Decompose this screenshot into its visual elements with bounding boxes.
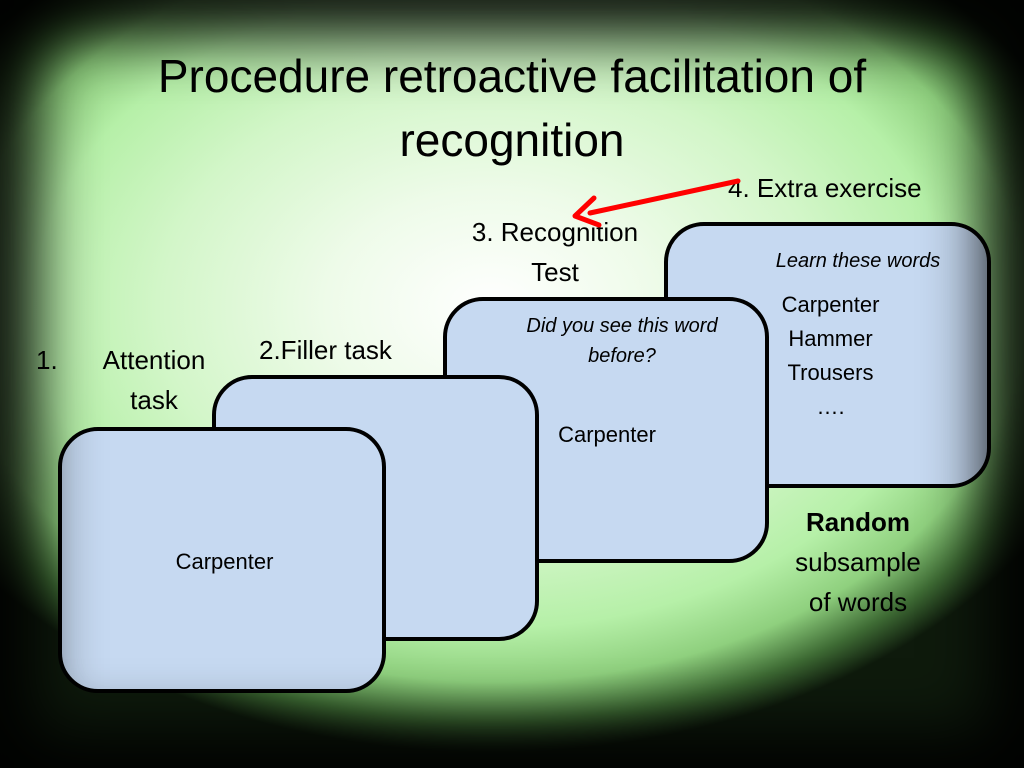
step1-label-line: Attention (102, 345, 206, 375)
step3-label: 3. Recognition Test (452, 212, 658, 292)
card-extra-exercise-instruction: Learn these words (775, 250, 941, 272)
card-extra-exercise-word-list: Carpenter Hammer Trousers …. (748, 288, 913, 424)
card-extra-exercise-word: Hammer (788, 326, 873, 351)
random-subsample-line: of words (808, 587, 908, 617)
card-recognition-test-instruction: Did you see this word before? (487, 311, 757, 371)
card-recognition-test-instruction-line: before? (588, 345, 656, 367)
card-extra-exercise-word: Trousers (787, 360, 874, 385)
step2-label: 2.Filler task (259, 335, 392, 365)
card-extra-exercise-word: …. (816, 394, 845, 419)
card-recognition-test-word: Carpenter (558, 422, 656, 447)
random-subsample-line: subsample (795, 547, 921, 577)
step3-label-line: 3. Recognition (471, 217, 639, 247)
card-attention-task: Carpenter (58, 427, 386, 693)
random-subsample-note: Random subsample of words (772, 502, 944, 622)
card-recognition-test-instruction-line: Did you see this word (526, 315, 718, 337)
step1-label: Attention task (82, 340, 226, 420)
random-subsample-bold: Random (806, 507, 910, 537)
step4-label: 4. Extra exercise (728, 173, 922, 203)
arrow-shaft (587, 178, 741, 216)
step1-label-line: task (130, 385, 178, 415)
step1-number: 1. (36, 345, 58, 375)
step3-label-line: Test (531, 257, 579, 287)
slide-title: Procedure retroactive facilitation of re… (157, 50, 867, 166)
card-extra-exercise-word: Carpenter (781, 292, 880, 317)
card-attention-task-word: Carpenter (175, 549, 274, 574)
